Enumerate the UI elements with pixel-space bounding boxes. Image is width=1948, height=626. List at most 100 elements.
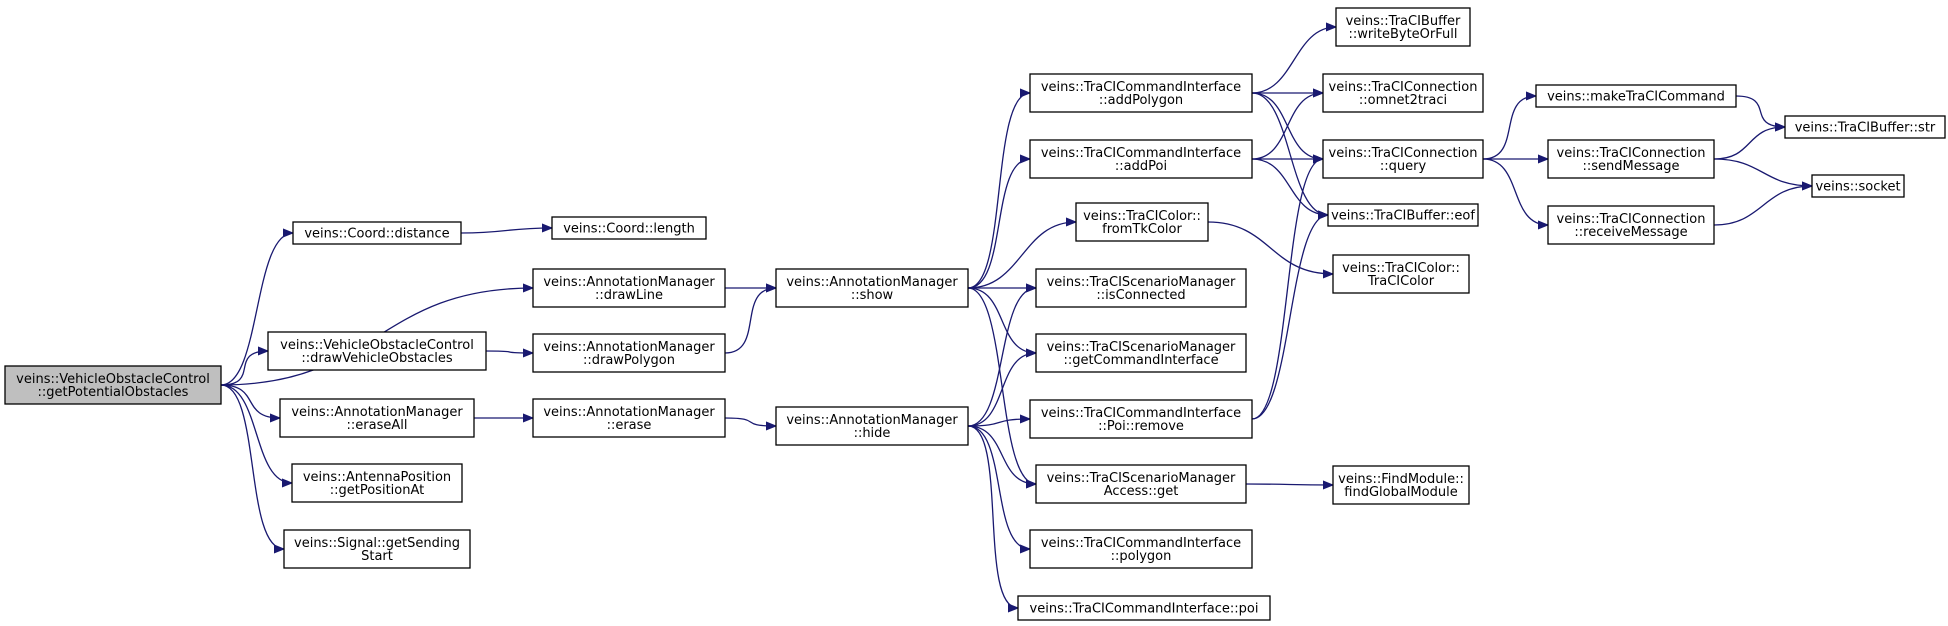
node-am-drawline[interactable]: veins::AnnotationManager::drawLine	[532, 268, 726, 308]
node-box	[1327, 203, 1479, 227]
node-label: veins::TraCIConnection	[1329, 146, 1478, 161]
node-root[interactable]: veins::VehicleObstacleControl::getPotent…	[4, 365, 222, 405]
edge-conn-query-to-conn-recv	[1482, 158, 1548, 225]
edge-conn-recv-to-socket	[1713, 186, 1812, 226]
node-box	[291, 463, 463, 503]
node-label: Access::get	[1104, 484, 1179, 499]
node-label: ::getPotentialObstacles	[38, 385, 189, 400]
edge-root-to-ant-pos	[220, 384, 292, 483]
node-label: ::receiveMessage	[1574, 225, 1687, 240]
node-box	[1322, 139, 1484, 179]
edge-layer	[220, 27, 1812, 608]
node-color-from[interactable]: veins::TraCIColor::fromTkColor	[1075, 202, 1209, 242]
node-layer: veins::VehicleObstacleControl::getPotent…	[4, 7, 1946, 621]
node-label: veins::TraCIScenarioManager	[1047, 275, 1236, 290]
node-am-hide[interactable]: veins::AnnotationManager::hide	[775, 406, 969, 446]
edge-am-hide-to-tci-remove	[967, 419, 1030, 427]
node-tci-addpoi[interactable]: veins::TraCICommandInterface::addPoi	[1029, 139, 1253, 179]
node-box	[775, 268, 969, 308]
node-voc-draw[interactable]: veins::VehicleObstacleControl::drawVehic…	[267, 331, 487, 371]
node-label: veins::VehicleObstacleControl	[280, 338, 474, 353]
node-box	[1811, 174, 1905, 198]
node-label: Start	[361, 549, 393, 564]
node-box	[1075, 202, 1209, 242]
edge-tci-addpoi-to-conn-o2t	[1251, 93, 1323, 160]
node-box	[532, 333, 726, 373]
node-tsm-getci[interactable]: veins::TraCIScenarioManager::getCommandI…	[1035, 333, 1247, 373]
node-label: ::addPolygon	[1099, 93, 1183, 108]
node-conn-o2t[interactable]: veins::TraCIConnection::omnet2traci	[1322, 73, 1484, 113]
node-tci-poi[interactable]: veins::TraCICommandInterface::poi	[1017, 595, 1271, 621]
node-buf-eof[interactable]: veins::TraCIBuffer::eof	[1327, 203, 1479, 227]
node-box	[1547, 139, 1715, 179]
node-label: findGlobalModule	[1344, 485, 1457, 500]
node-label: veins::TraCIScenarioManager	[1047, 471, 1236, 486]
node-am-eraseall[interactable]: veins::AnnotationManager::eraseAll	[279, 398, 475, 438]
node-am-show[interactable]: veins::AnnotationManager::show	[775, 268, 969, 308]
node-box	[1322, 73, 1484, 113]
node-label: veins::AnnotationManager	[786, 275, 958, 290]
node-label: ::show	[851, 288, 894, 303]
node-label: ::getPositionAt	[330, 483, 425, 498]
node-box	[292, 221, 462, 245]
node-fm-find[interactable]: veins::FindModule::findGlobalModule	[1332, 465, 1470, 505]
edge-am-hide-to-tsma-get	[967, 425, 1036, 484]
node-box	[1547, 205, 1715, 245]
node-tsm-conn[interactable]: veins::TraCIScenarioManager::isConnected	[1035, 268, 1247, 308]
node-box	[1035, 268, 1247, 308]
node-label: veins::TraCIBuffer::str	[1795, 121, 1936, 136]
node-box	[1017, 595, 1271, 621]
node-socket[interactable]: veins::socket	[1811, 174, 1905, 198]
edge-am-show-to-tci-addpoi	[967, 159, 1031, 289]
node-color-ctor[interactable]: veins::TraCIColor::TraCIColor	[1332, 254, 1470, 294]
node-label: veins::TraCICommandInterface	[1041, 406, 1241, 421]
node-box	[1035, 333, 1247, 373]
node-tci-remove[interactable]: veins::TraCICommandInterface::Poi::remov…	[1029, 399, 1253, 439]
edge-conn-send-to-buf-str	[1713, 127, 1785, 160]
node-label: veins::TraCICommandInterface	[1041, 536, 1241, 551]
node-buf-str[interactable]: veins::TraCIBuffer::str	[1784, 115, 1946, 139]
node-label: veins::TraCIConnection	[1329, 80, 1478, 95]
node-make-cmd[interactable]: veins::makeTraCICommand	[1535, 84, 1737, 108]
node-label: TraCIColor	[1367, 274, 1435, 289]
node-box	[1332, 254, 1470, 294]
node-label: ::addPoi	[1115, 159, 1167, 174]
node-coord-len[interactable]: veins::Coord::length	[551, 216, 707, 240]
node-am-drawpoly[interactable]: veins::AnnotationManager::drawPolygon	[532, 333, 726, 373]
node-label: ::query	[1380, 159, 1427, 174]
node-label: ::getCommandInterface	[1063, 353, 1218, 368]
node-label: ::drawPolygon	[583, 353, 675, 368]
edge-tci-remove-to-conn-query	[1251, 159, 1324, 420]
node-box	[1029, 399, 1253, 439]
node-box	[267, 331, 487, 371]
node-box	[1784, 115, 1946, 139]
node-box	[532, 268, 726, 308]
node-box	[532, 398, 726, 438]
edge-color-from-to-color-ctor	[1207, 221, 1333, 274]
node-box	[1332, 465, 1470, 505]
edge-conn-send-to-socket	[1713, 158, 1812, 186]
edge-am-hide-to-tci-poi	[967, 425, 1019, 608]
edge-am-hide-to-tci-polygon	[967, 425, 1031, 549]
node-label: ::writeByteOrFull	[1349, 27, 1458, 42]
node-ant-pos[interactable]: veins::AntennaPosition::getPositionAt	[291, 463, 463, 503]
node-box	[283, 529, 471, 569]
node-conn-query[interactable]: veins::TraCIConnection::query	[1322, 139, 1484, 179]
edge-voc-draw-to-am-drawpoly	[485, 351, 533, 353]
node-conn-send[interactable]: veins::TraCIConnection::sendMessage	[1547, 139, 1715, 179]
node-box	[1029, 73, 1253, 113]
node-label: veins::TraCIColor::	[1083, 209, 1201, 224]
node-label: veins::AnnotationManager	[786, 413, 958, 428]
node-am-erase[interactable]: veins::AnnotationManager::erase	[532, 398, 726, 438]
edge-tci-addpoly-to-buf-write	[1251, 27, 1336, 94]
node-tci-polygon[interactable]: veins::TraCICommandInterface::polygon	[1029, 529, 1253, 569]
node-coord-dist[interactable]: veins::Coord::distance	[292, 221, 462, 245]
node-box	[1335, 7, 1471, 47]
node-buf-write[interactable]: veins::TraCIBuffer::writeByteOrFull	[1335, 7, 1471, 47]
node-tci-addpoly[interactable]: veins::TraCICommandInterface::addPolygon	[1029, 73, 1253, 113]
edge-am-hide-to-tsm-getci	[967, 353, 1036, 427]
node-label: ::Poi::remove	[1098, 419, 1184, 434]
node-conn-recv[interactable]: veins::TraCIConnection::receiveMessage	[1547, 205, 1715, 245]
